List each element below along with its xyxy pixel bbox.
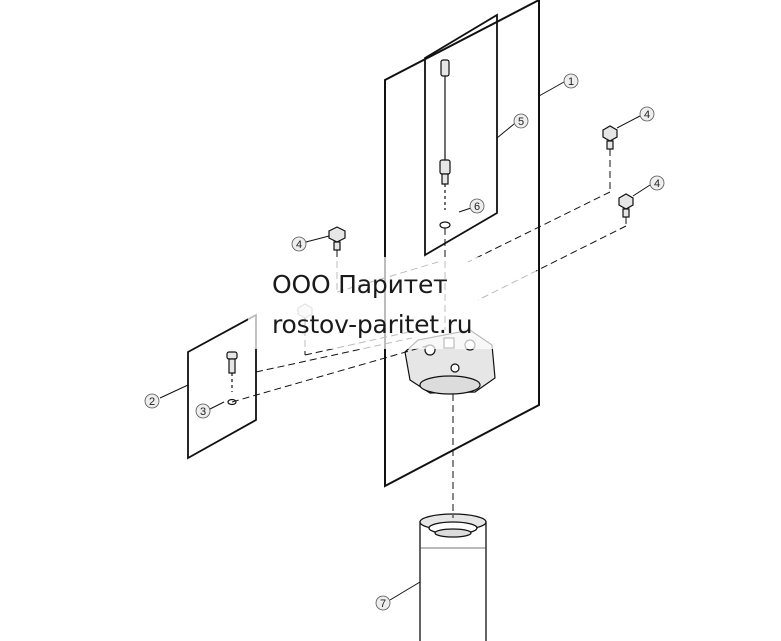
watermark-website: rostov-paritet.ru xyxy=(272,310,473,339)
sensor-assembly xyxy=(439,59,451,229)
callout-4-right: 4 xyxy=(649,175,665,191)
bolt-4-right xyxy=(618,193,634,218)
bolt-4-left xyxy=(328,226,346,251)
callout-5: 5 xyxy=(513,113,529,129)
bolt-4-top-right xyxy=(602,125,618,150)
fitting-part xyxy=(226,351,238,406)
callout-1-label: 1 xyxy=(568,76,574,88)
filter-canister xyxy=(419,513,487,641)
watermark-backdrop xyxy=(248,257,536,349)
callout-4-left-label: 4 xyxy=(296,239,302,251)
panel-1 xyxy=(384,0,540,488)
callout-6: 6 xyxy=(469,198,485,214)
watermark-company: ООО Паритет xyxy=(272,270,448,299)
callout-5-label: 5 xyxy=(518,116,524,128)
callout-4-top-right: 4 xyxy=(639,106,655,122)
panel-2 xyxy=(187,313,257,460)
callout-4-left: 4 xyxy=(291,236,307,252)
leader-lines xyxy=(159,81,651,601)
callout-6-label: 6 xyxy=(474,201,480,213)
callout-7-label: 7 xyxy=(380,598,386,610)
callout-2: 2 xyxy=(144,393,160,409)
callout-7: 7 xyxy=(375,595,391,611)
panel-5 xyxy=(424,13,498,257)
callout-3: 3 xyxy=(195,403,211,419)
callout-4-right-label: 4 xyxy=(654,178,660,190)
callout-3-label: 3 xyxy=(200,406,206,418)
callout-1: 1 xyxy=(563,73,579,89)
callout-4-top-right-label: 4 xyxy=(644,109,650,121)
callout-2-label: 2 xyxy=(149,396,155,408)
